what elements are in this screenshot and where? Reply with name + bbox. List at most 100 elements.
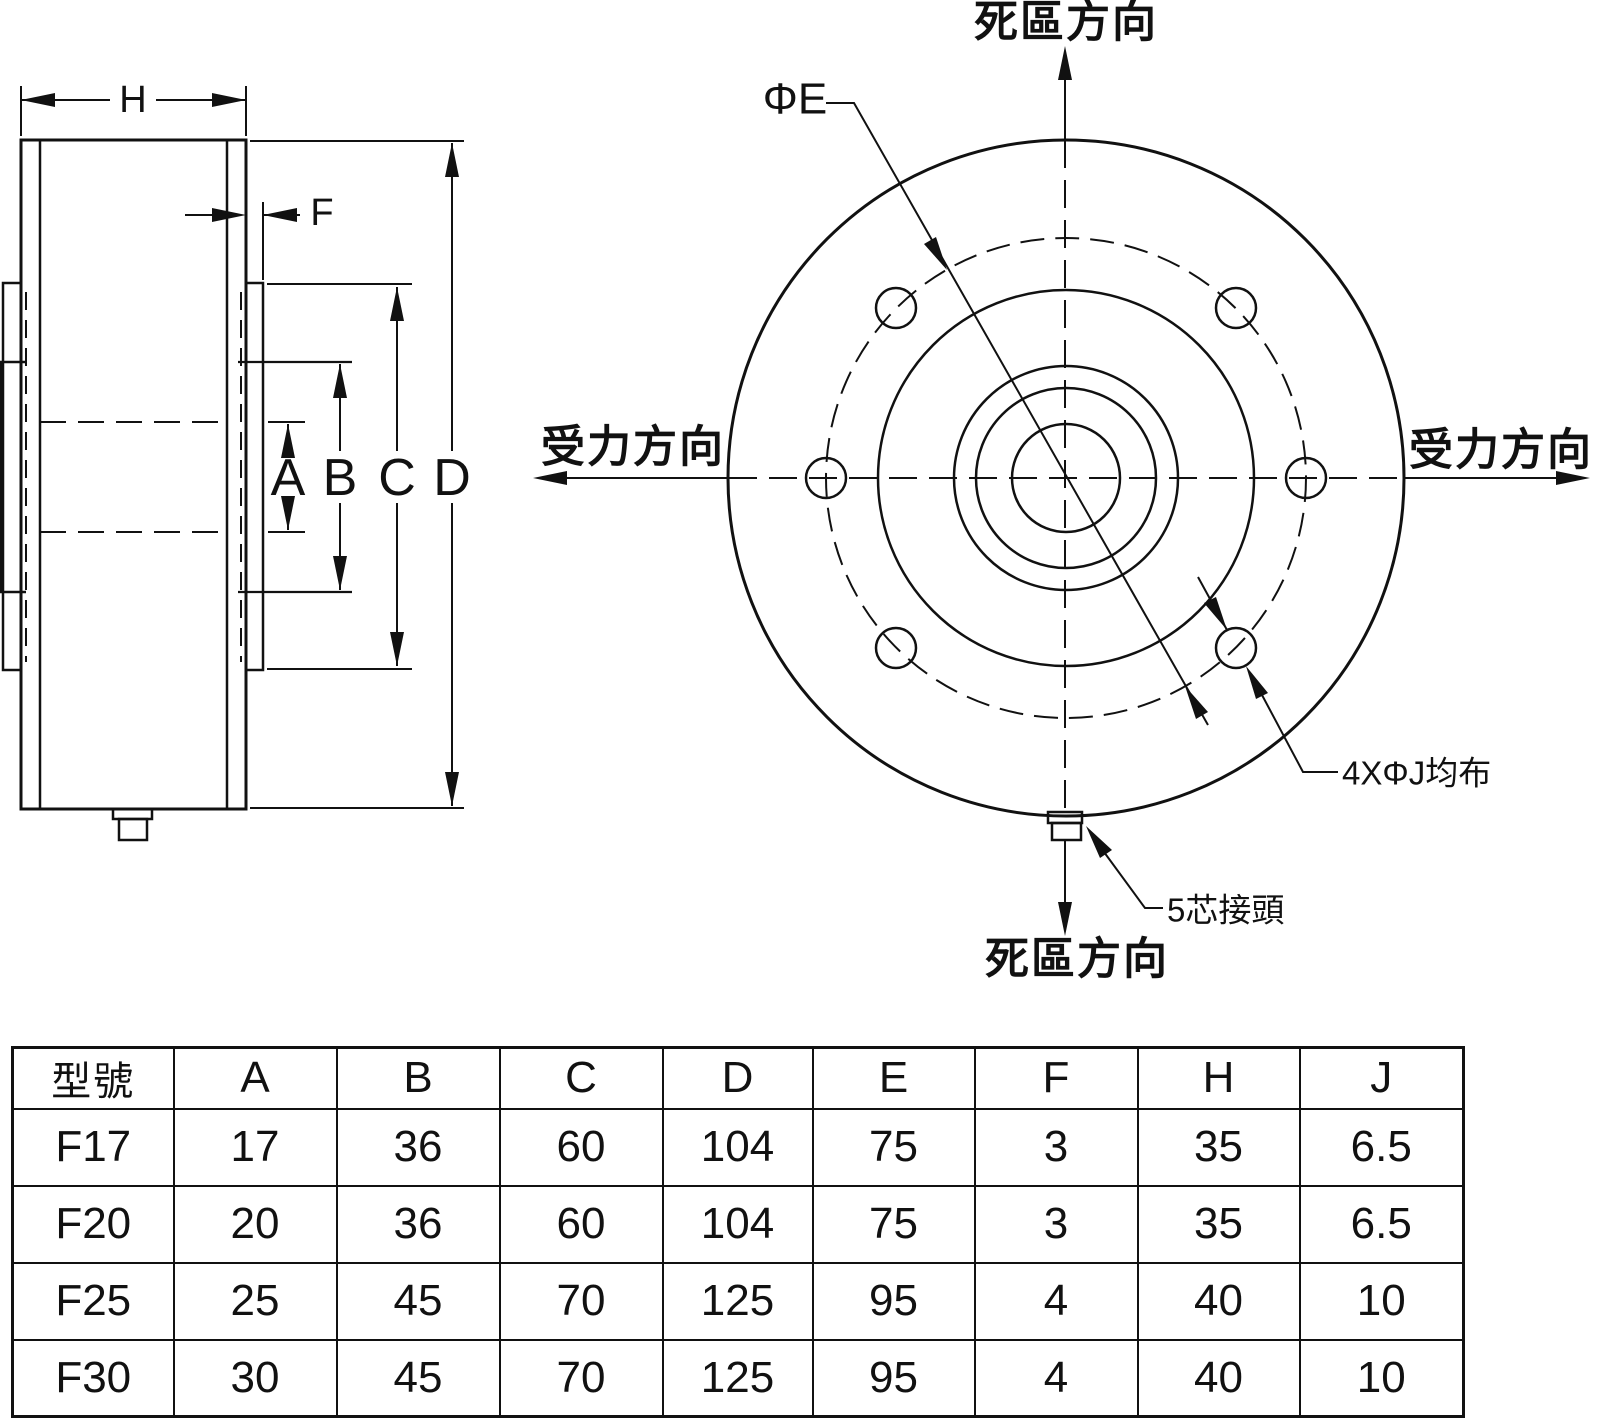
header-f: F bbox=[973, 1046, 1139, 1110]
front-connector-plug bbox=[1050, 821, 1083, 842]
dim-b-label-bg bbox=[320, 451, 360, 503]
dead-zone-label-top: 死區方向 bbox=[974, 0, 1158, 47]
cell-c: 60 bbox=[498, 1107, 664, 1187]
phie-leader-line bbox=[826, 102, 1209, 726]
cell-a: 25 bbox=[172, 1261, 338, 1341]
dim-d-label-bg bbox=[432, 451, 472, 503]
cell-a: 20 bbox=[172, 1184, 338, 1264]
phij-arrow-upper bbox=[1204, 597, 1227, 630]
header-c: C bbox=[498, 1046, 664, 1110]
cell-f: 3 bbox=[973, 1184, 1139, 1264]
dimension-table: 型號 A B C D E F H J F17 17 36 60 104 75 3… bbox=[11, 1046, 1465, 1418]
connector-label: 5芯接頭 bbox=[1167, 892, 1284, 929]
side-boss-right-edges bbox=[238, 360, 352, 594]
dim-c-arrow-down bbox=[390, 632, 404, 666]
dim-a-arrow-down bbox=[281, 496, 295, 530]
cell-b: 45 bbox=[335, 1338, 501, 1418]
force-direction-label-left: 受力方向 bbox=[541, 423, 725, 472]
cell-h: 40 bbox=[1136, 1261, 1301, 1341]
dim-h-label-bg bbox=[110, 74, 156, 124]
force-arrow-right bbox=[1556, 471, 1590, 485]
cell-b: 45 bbox=[335, 1261, 501, 1341]
cell-d: 125 bbox=[661, 1261, 814, 1341]
cell-j: 10 bbox=[1298, 1338, 1465, 1418]
table-row: F25 25 45 70 125 95 4 40 10 bbox=[11, 1261, 1465, 1341]
dim-f-arrow-left bbox=[263, 208, 297, 222]
dead-zone-arrow-up bbox=[1058, 46, 1072, 80]
cell-c: 70 bbox=[498, 1261, 664, 1341]
cell-e: 75 bbox=[811, 1107, 976, 1187]
side-body-outline bbox=[19, 138, 248, 811]
cell-f: 4 bbox=[973, 1338, 1139, 1418]
cell-h: 35 bbox=[1136, 1184, 1301, 1264]
front-centerlines bbox=[533, 46, 1590, 936]
dim-b-arrow-up bbox=[333, 364, 347, 398]
bolt-hole-bottom-left bbox=[874, 626, 918, 670]
table-header-row: 型號 A B C D E F H J bbox=[11, 1046, 1465, 1110]
cell-a: 30 bbox=[172, 1338, 338, 1418]
bolt-hole-left bbox=[804, 456, 848, 500]
phie-dimension bbox=[826, 102, 1209, 726]
force-arrow-left bbox=[533, 471, 567, 485]
side-step-left bbox=[0, 360, 26, 594]
phie-arrow-upper bbox=[924, 237, 947, 270]
cell-h: 40 bbox=[1136, 1338, 1301, 1418]
dim-label-b: B bbox=[323, 449, 358, 507]
dim-label-h: H bbox=[119, 79, 146, 121]
side-view bbox=[0, 138, 352, 842]
dead-zone-arrow-down bbox=[1058, 902, 1072, 936]
connector-arrow bbox=[1086, 826, 1112, 858]
side-flange-right bbox=[244, 281, 265, 672]
dim-c-label-bg bbox=[377, 451, 417, 503]
cell-j: 6.5 bbox=[1298, 1107, 1465, 1187]
drawing-canvas: H F A B C D bbox=[0, 0, 1593, 984]
dim-d-arrow-up bbox=[445, 143, 459, 177]
force-direction-label-right: 受力方向 bbox=[1409, 426, 1593, 475]
cell-c: 60 bbox=[498, 1184, 664, 1264]
cell-c: 70 bbox=[498, 1338, 664, 1418]
side-connector-plug bbox=[117, 817, 149, 842]
header-d: D bbox=[661, 1046, 814, 1110]
cell-model: F30 bbox=[11, 1338, 175, 1418]
side-view-dimensions bbox=[20, 74, 472, 809]
dim-h-arrow-right bbox=[212, 93, 246, 107]
dim-label-f: F bbox=[310, 192, 333, 234]
connector-leader-line bbox=[1103, 851, 1163, 909]
dim-f-arrow-right bbox=[212, 208, 246, 222]
phie-label: ΦE bbox=[763, 75, 827, 124]
cell-model: F25 bbox=[11, 1261, 175, 1341]
cell-h: 35 bbox=[1136, 1107, 1301, 1187]
dim-b-arrow-down bbox=[333, 556, 347, 590]
header-e: E bbox=[811, 1046, 976, 1110]
bolt-hole-top-left bbox=[874, 286, 918, 330]
cell-e: 95 bbox=[811, 1338, 976, 1418]
table-row: F30 30 45 70 125 95 4 40 10 bbox=[11, 1338, 1465, 1418]
phij-arrow-lower bbox=[1246, 666, 1268, 699]
cell-f: 3 bbox=[973, 1107, 1139, 1187]
cell-j: 10 bbox=[1298, 1261, 1465, 1341]
cell-d: 104 bbox=[661, 1107, 814, 1187]
front-connector-base bbox=[1046, 810, 1084, 825]
cell-e: 75 bbox=[811, 1184, 976, 1264]
cell-model: F20 bbox=[11, 1184, 175, 1264]
header-model: 型號 bbox=[11, 1046, 175, 1110]
dim-label-c: C bbox=[378, 449, 416, 507]
dim-a-arrow-up bbox=[281, 424, 295, 458]
cell-j: 6.5 bbox=[1298, 1184, 1465, 1264]
header-b: B bbox=[335, 1046, 501, 1110]
cell-d: 125 bbox=[661, 1338, 814, 1418]
dim-a-label-bg bbox=[268, 451, 308, 503]
phij-holes-label: 4XΦJ均布 bbox=[1342, 755, 1491, 792]
header-j: J bbox=[1298, 1046, 1465, 1110]
cell-b: 36 bbox=[335, 1107, 501, 1187]
dead-zone-label-bottom: 死區方向 bbox=[985, 935, 1169, 984]
connector-callout bbox=[1086, 826, 1163, 909]
phij-callout bbox=[1197, 576, 1338, 773]
dim-c-arrow-up bbox=[390, 287, 404, 321]
bolt-hole-top-right bbox=[1214, 286, 1258, 330]
cell-f: 4 bbox=[973, 1261, 1139, 1341]
cell-a: 17 bbox=[172, 1107, 338, 1187]
cell-b: 36 bbox=[335, 1184, 501, 1264]
header-a: A bbox=[172, 1046, 338, 1110]
